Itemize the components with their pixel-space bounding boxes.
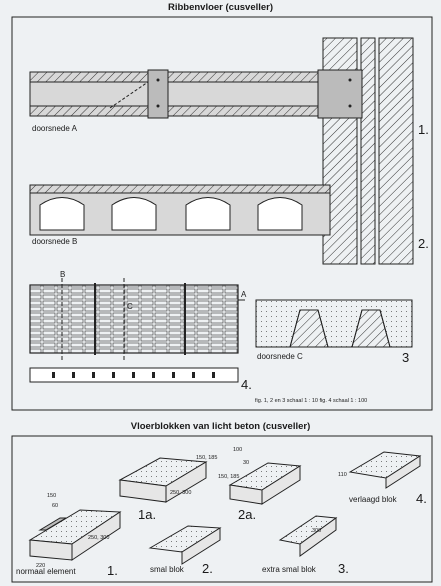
verlaagd-blok-label: verlaagd blok xyxy=(349,495,397,504)
dim-150: 150 xyxy=(47,493,57,499)
normal-element-number: 1. xyxy=(107,563,118,578)
normal-element-label: normaal element xyxy=(16,567,76,576)
section-b-number: 2. xyxy=(418,236,429,251)
dim-60: 60 xyxy=(52,503,59,509)
variant-1a-number: 1a. xyxy=(138,507,157,522)
bottom-title: Vloerblokken van licht beton (cusveller) xyxy=(130,421,311,432)
scale-note: fig. 1, 2 en 3 schaal 1 : 10 fig. 4 scha… xyxy=(255,398,368,404)
section-a-caption: doorsnede A xyxy=(32,124,77,133)
section-c-drawing xyxy=(255,299,413,348)
fig4-number: 4. xyxy=(241,377,252,392)
plan-mark-a: A xyxy=(241,290,247,299)
dim-normal-length: 250, 300 xyxy=(88,535,110,541)
section-b-caption: doorsnede B xyxy=(32,237,78,246)
bottom-frame xyxy=(11,435,433,583)
dim-2a-30: 30 xyxy=(243,460,250,466)
dim-110: 110 xyxy=(338,472,347,478)
dim-1a-height: 150, 185 xyxy=(196,455,218,461)
section-b-drawing xyxy=(29,184,331,236)
top-title: Ribbenvloer (cusveller) xyxy=(167,2,274,13)
section-a-number: 1. xyxy=(418,122,429,137)
plan-drawing xyxy=(29,278,245,360)
fig4-drawing xyxy=(29,367,239,383)
plan-mark-b: B xyxy=(60,270,66,279)
extra-smal-blok-number: 3. xyxy=(338,561,349,576)
smal-blok-label: smal blok xyxy=(150,565,184,574)
dim-1a-length: 250, 300 xyxy=(170,490,192,496)
section-c-caption: doorsnede C xyxy=(257,352,303,361)
dim-300: 300 xyxy=(312,528,322,534)
section-a-drawing xyxy=(29,69,363,119)
plan-mark-c: C xyxy=(127,302,133,311)
dim-2a-height: 150, 185 xyxy=(218,474,240,480)
smal-blok-number: 2. xyxy=(202,561,213,576)
section-c-number: 3 xyxy=(402,350,410,365)
top-frame xyxy=(11,16,433,411)
dim-220: 220 xyxy=(36,563,46,569)
verlaagd-blok-number: 4. xyxy=(416,491,427,506)
blocks-drawings xyxy=(28,451,422,565)
wall-columns xyxy=(322,37,414,265)
dim-2a-100: 100 xyxy=(233,447,243,453)
extra-smal-blok-label: extra smal blok xyxy=(262,565,316,574)
variant-2a-number: 2a. xyxy=(238,507,257,522)
